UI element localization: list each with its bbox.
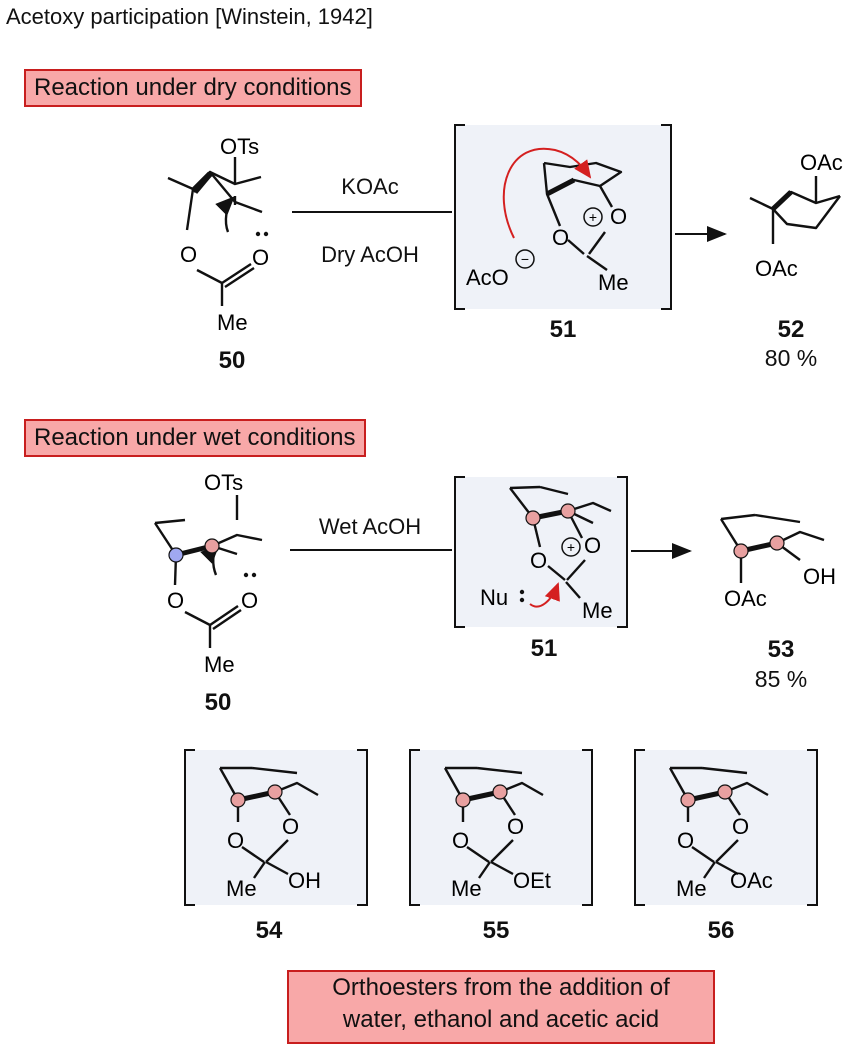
methyl-label: Me	[582, 598, 613, 623]
orthoester-caption: Orthoesters from the addition of water, …	[287, 970, 715, 1044]
compound-52-label: 52	[777, 316, 805, 343]
orthoester-55	[409, 749, 593, 906]
compound-53-label: 53	[767, 636, 795, 663]
minus-charge: −	[521, 251, 529, 267]
ots-label: OTs	[204, 470, 243, 495]
compound-54-label: 54	[255, 917, 283, 944]
reagent-dry-acoh: Dry AcOH	[321, 242, 419, 267]
dry-conditions-header: Reaction under dry conditions	[24, 69, 362, 107]
oxygen-label: O	[452, 828, 469, 853]
hydroxyl-label: OH	[288, 868, 321, 893]
bracket	[454, 476, 628, 628]
compound-55-label: 55	[482, 917, 510, 944]
methyl-label: Me	[204, 652, 235, 677]
methyl-label: Me	[676, 876, 707, 901]
page-title: Acetoxy participation [Winstein, 1942]	[6, 4, 373, 29]
compound-51-dry-label: 51	[549, 316, 577, 343]
oxygen-label: O	[677, 828, 694, 853]
red-atom-marker	[525, 510, 541, 526]
plus-charge-icon	[561, 537, 581, 557]
lone-pair-dot	[255, 231, 261, 237]
yield-53: 85 %	[754, 666, 808, 692]
oxygen-label: O	[732, 814, 749, 839]
plus-charge: +	[589, 209, 597, 225]
intermediate-box	[455, 125, 671, 309]
acetoxy-label: OAc	[755, 256, 798, 281]
minus-charge-icon	[515, 249, 535, 269]
methyl-label: Me	[451, 876, 482, 901]
caption-line-2: water, ethanol and acetic acid	[342, 1006, 660, 1033]
lone-pair-dot	[243, 572, 249, 578]
reagent-wet-acoh: Wet AcOH	[318, 514, 422, 539]
red-curved-arrow	[502, 147, 592, 239]
ots-label: OTs	[220, 134, 259, 159]
compound-52-structure	[749, 176, 841, 244]
compound-50-dry-label: 50	[218, 347, 246, 374]
blue-atom-marker	[168, 547, 184, 563]
oxygen-label: O	[167, 588, 184, 613]
caption-line-1: Orthoesters from the addition of	[332, 974, 670, 1001]
oxygen-label: O	[227, 828, 244, 853]
red-curved-arrow	[529, 582, 560, 608]
acetate-label: AcO	[466, 265, 509, 290]
oxygen-label: O	[282, 814, 299, 839]
ethoxy-label: OEt	[513, 868, 551, 893]
acetoxy-label: OAc	[730, 868, 773, 893]
lone-pair-dot	[519, 597, 525, 603]
acetoxy-label: OAc	[724, 586, 767, 611]
oxygen-label: O	[552, 225, 569, 250]
yield-52: 80 %	[764, 345, 818, 371]
wet-conditions-header: Reaction under wet conditions	[24, 419, 366, 457]
plus-charge: +	[567, 539, 575, 555]
red-atom-marker	[560, 503, 576, 519]
oxygen-label: O	[241, 588, 258, 613]
methyl-label: Me	[217, 310, 248, 335]
lone-pair-dot	[251, 572, 257, 578]
red-atom-marker	[769, 535, 785, 551]
red-atom-marker	[204, 538, 220, 554]
methyl-label: Me	[226, 876, 257, 901]
plus-charge-icon	[583, 207, 603, 227]
methyl-label: Me	[598, 270, 629, 295]
lone-pair-dot	[519, 589, 525, 595]
compound-50-wet-structure	[153, 495, 263, 648]
orthoester-54	[184, 749, 368, 906]
compound-51-wet-label: 51	[530, 635, 558, 662]
nucleophile-label: Nu	[480, 585, 508, 610]
acetoxy-label: OAc	[800, 150, 843, 175]
lone-pair-dot	[263, 231, 269, 237]
oxygen-label: O	[252, 245, 269, 270]
oxygen-label: O	[507, 814, 524, 839]
compound-50-dry-structure	[167, 157, 263, 306]
reagent-koac: KOAc	[341, 174, 399, 199]
orthoester-56	[634, 749, 818, 906]
oxygen-label: O	[610, 204, 627, 229]
intermediate-box	[455, 477, 627, 627]
compound-56-label: 56	[707, 917, 735, 944]
oxygen-label: O	[530, 548, 547, 573]
oxygen-label: O	[584, 533, 601, 558]
compound-50-wet-label: 50	[204, 689, 232, 716]
oxygen-label: O	[180, 242, 197, 267]
red-atom-marker	[733, 543, 749, 559]
bracket	[454, 124, 672, 310]
hydroxyl-label: OH	[803, 564, 836, 589]
